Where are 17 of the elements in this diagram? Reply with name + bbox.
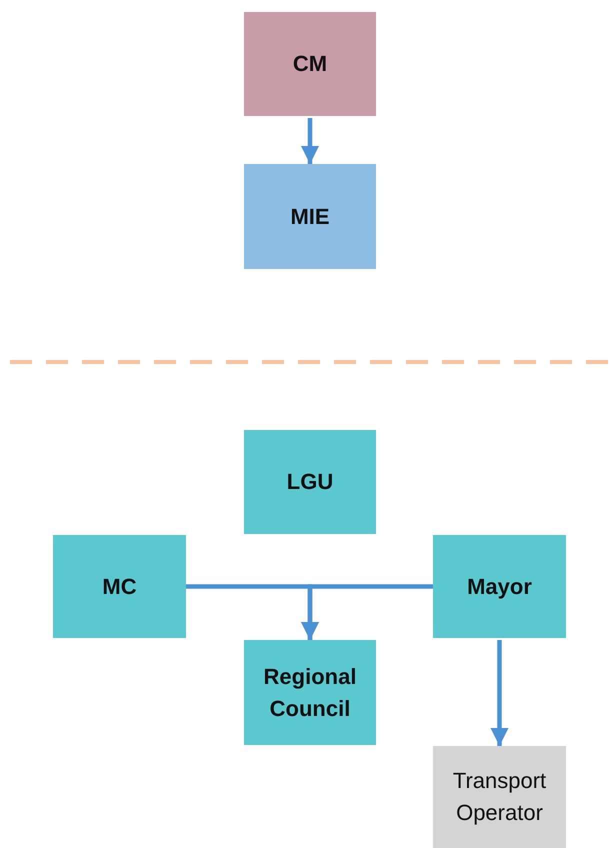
- arrow: [490, 640, 508, 746]
- box-label: LGU: [286, 468, 334, 496]
- box-label: MC: [102, 572, 137, 601]
- org-box: [244, 430, 376, 534]
- org-box: [433, 535, 566, 638]
- org-box: [53, 535, 186, 638]
- arrow: [301, 584, 433, 640]
- org-box: [244, 640, 376, 745]
- box-label: Mayor: [467, 572, 532, 601]
- org-box: [433, 746, 566, 848]
- org-box: [244, 12, 376, 116]
- box-label: MIE: [290, 202, 330, 231]
- arrow: [301, 118, 319, 164]
- org-box: [244, 164, 376, 269]
- box-label: Transport Operator: [452, 767, 548, 827]
- box-label: Regional Council: [262, 662, 358, 722]
- box-label: CM: [292, 50, 328, 78]
